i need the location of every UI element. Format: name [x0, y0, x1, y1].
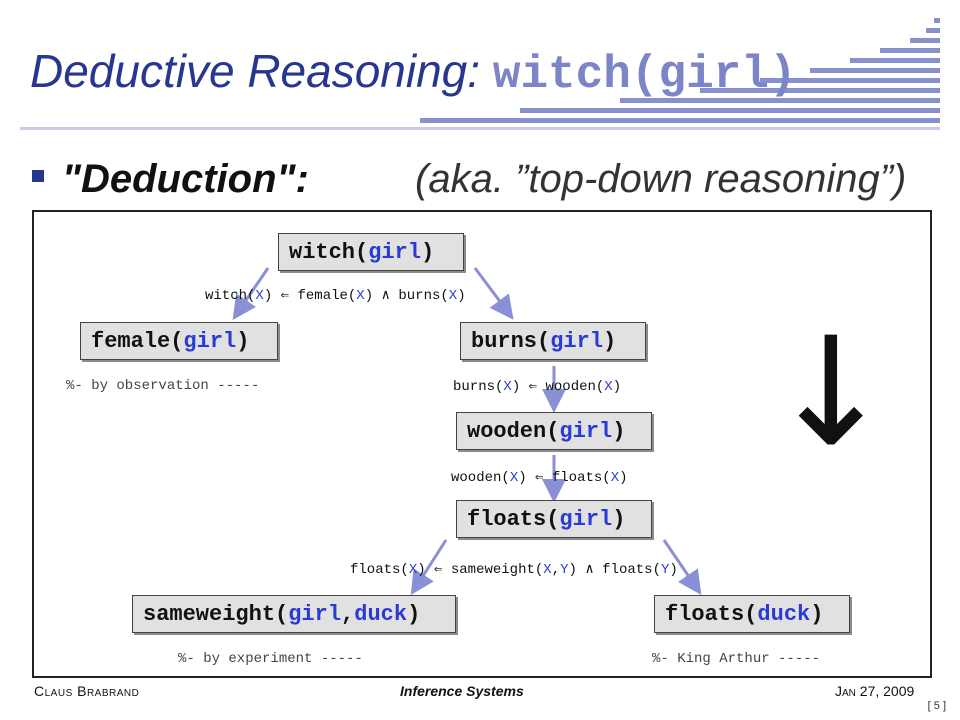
decorative-bars — [420, 18, 940, 138]
node-burns-girl: burns(girl) — [460, 322, 646, 360]
note-experiment: %- by experiment ----- — [178, 651, 363, 667]
node-witch-girl: witch(girl) — [278, 233, 464, 271]
bullet-term: "Deduction": — [62, 157, 309, 201]
rule-burns: burns(X) ⇐ wooden(X) — [453, 379, 622, 395]
title-code: witch(girl) — [492, 49, 797, 101]
node-sameweight-girl-duck: sameweight(girl,duck) — [132, 595, 456, 633]
rule-floats: floats(X) ⇐ sameweight(X,Y) ∧ floats(Y) — [350, 562, 678, 578]
node-female-girl: female(girl) — [80, 322, 278, 360]
footer-author: Claus Brabrand — [34, 683, 140, 699]
bullet-aka: (aka. ”top-down reasoning”) — [415, 157, 907, 201]
footer-date: Jan 27, 2009 — [835, 683, 915, 699]
bullet-square-icon — [32, 170, 44, 182]
slide-title: Deductive Reasoning: witch(girl) — [30, 44, 797, 101]
rule-wooden: wooden(X) ⇐ floats(X) — [451, 470, 628, 486]
note-king-arthur: %- King Arthur ----- — [652, 651, 821, 667]
page-number: [ 5 ] — [927, 700, 946, 712]
note-observation: %- by observation ----- — [66, 378, 260, 394]
title-divider — [20, 127, 940, 130]
down-arrow-icon: ↓ — [768, 306, 894, 480]
title-prefix: Deductive Reasoning: — [30, 45, 493, 97]
node-floats-girl: floats(girl) — [456, 500, 652, 538]
diagram-frame — [32, 210, 932, 678]
node-wooden-girl: wooden(girl) — [456, 412, 652, 450]
node-floats-duck: floats(duck) — [654, 595, 850, 633]
footer-course: Inference Systems — [400, 683, 524, 699]
rule-witch: witch(X) ⇐ female(X) ∧ burns(X) — [205, 288, 466, 304]
